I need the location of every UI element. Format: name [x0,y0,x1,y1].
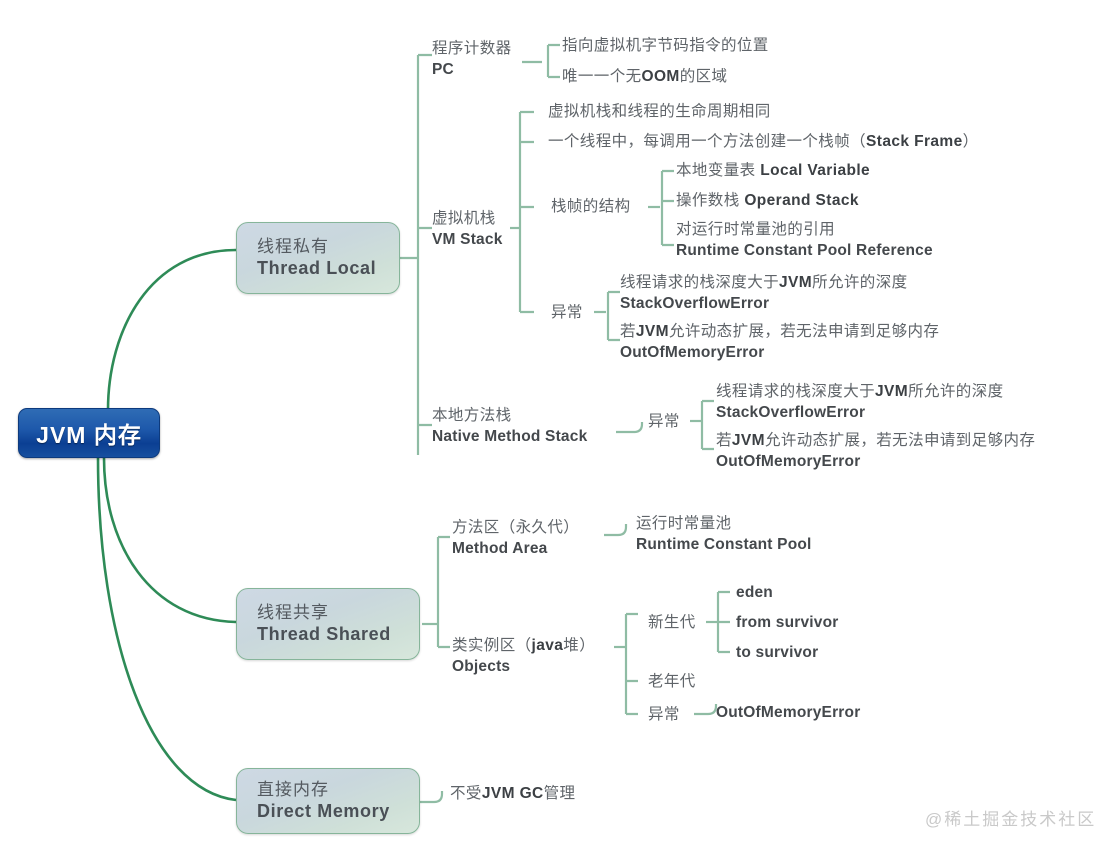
branch-label-en: Direct Memory [257,801,390,821]
node-direct-memory-child-text: 不受JVM GC管理 [450,785,576,802]
node-pc-en: PC [432,61,454,78]
wire-ts-taps [438,535,450,649]
wire-ma-stub [604,524,628,537]
wire-vmex-taps [608,290,620,342]
node-vm-stack-en: VM Stack [432,231,503,248]
node-vm-child-frame-create-text: 一个线程中，每调用一个方法创建一个栈帧（Stack Frame） [548,133,979,150]
node-vm-exception-oome-en: OutOfMemoryError [620,344,765,361]
node-runtime-constant-pool-en: Runtime Constant Pool [636,536,812,553]
node-vm-exception-oome-cn: 若JVM允许动态扩展，若无法申请到足够内存 [620,323,940,340]
node-nms-exception-oome-cn: 若JVM允许动态扩展，若无法申请到足够内存 [716,432,1036,449]
node-from-survivor-label: from survivor [736,614,839,631]
node-method-area-cn: 方法区（永久代） [452,519,580,536]
wire-dm-stub [420,791,444,804]
node-vm-exception-soe[interactable]: 线程请求的栈深度大于JVM所允许的深度 StackOverflowError [620,272,908,314]
node-pc[interactable]: 程序计数器 PC [432,38,512,80]
node-vm-child-frame-create[interactable]: 一个线程中，每调用一个方法创建一个栈帧（Stack Frame） [548,131,979,152]
node-method-area-en: Method Area [452,540,548,557]
node-pc-child-0-text: 指向虚拟机字节码指令的位置 [562,37,769,54]
node-native-method-stack-en: Native Method Stack [432,428,588,445]
node-pc-child-1[interactable]: 唯一一个无OOM的区域 [562,66,727,87]
node-eden-label: eden [736,584,773,601]
node-frame-constant-pool-ref-en: Runtime Constant Pool Reference [676,242,933,259]
branch-label-en: Thread Shared [257,624,391,644]
node-nms-exception[interactable]: 异常 [648,411,680,432]
node-nms-exception-oome-en: OutOfMemoryError [716,453,861,470]
wire-nms-stub [616,422,644,434]
branch-node-direct-memory[interactable]: 直接内存 Direct Memory [236,768,420,834]
node-vm-stack-cn: 虚拟机栈 [432,210,496,227]
node-vm-exception-oome[interactable]: 若JVM允许动态扩展，若无法申请到足够内存 OutOfMemoryError [620,321,939,363]
branch-label-cn: 直接内存 [257,780,329,799]
node-vm-exception[interactable]: 异常 [551,302,583,323]
branch-node-thread-local[interactable]: 线程私有 Thread Local [236,222,400,294]
node-eden[interactable]: eden [736,582,773,603]
wire-root-to-thread-shared [102,457,237,624]
node-frame-operand-stack[interactable]: 操作数栈 Operand Stack [676,190,859,211]
branch-label-cn: 线程私有 [257,237,329,256]
node-heap-exception-cn: 异常 [648,706,680,723]
node-to-survivor-label: to survivor [736,644,819,661]
branch-label-cn: 线程共享 [257,603,329,622]
root-node[interactable]: JVM 内存 [18,408,160,458]
wire-pc-taps [548,43,560,79]
wire-root-to-thread-local [106,248,237,411]
node-vm-child-lifecycle[interactable]: 虚拟机栈和线程的生命周期相同 [548,101,771,122]
node-runtime-constant-pool[interactable]: 运行时常量池 Runtime Constant Pool [636,513,812,555]
node-nms-exception-cn: 异常 [648,413,680,430]
node-frame-constant-pool-ref-cn: 对运行时常量池的引用 [676,221,836,238]
wire-frame-taps [662,169,674,247]
node-nms-exception-oome[interactable]: 若JVM允许动态扩展，若无法申请到足够内存 OutOfMemoryError [716,430,1035,472]
node-vm-stack[interactable]: 虚拟机栈 VM Stack [432,208,503,250]
node-direct-memory-child[interactable]: 不受JVM GC管理 [450,783,575,804]
wire-vm-taps [520,110,534,314]
wire-obj-taps [626,612,638,716]
node-from-survivor[interactable]: from survivor [736,612,839,633]
node-young-generation-cn: 新生代 [648,614,696,631]
node-nms-exception-soe[interactable]: 线程请求的栈深度大于JVM所允许的深度 StackOverflowError [716,381,1004,423]
wire-heapex-stub [694,704,718,716]
node-frame-operand-stack-text: 操作数栈 Operand Stack [676,192,859,209]
node-heap-exception[interactable]: 异常 [648,704,680,725]
node-old-generation-cn: 老年代 [648,673,696,690]
node-vm-exception-soe-cn: 线程请求的栈深度大于JVM所允许的深度 [620,274,908,291]
node-frame-constant-pool-ref[interactable]: 对运行时常量池的引用 Runtime Constant Pool Referen… [676,219,933,261]
node-pc-child-1-text: 唯一一个无OOM的区域 [562,68,728,85]
node-old-generation[interactable]: 老年代 [648,671,696,692]
branch-node-thread-shared[interactable]: 线程共享 Thread Shared [236,588,420,660]
node-native-method-stack-cn: 本地方法栈 [432,407,512,424]
node-method-area[interactable]: 方法区（永久代） Method Area [452,517,579,559]
node-pc-cn: 程序计数器 [432,40,512,57]
node-vm-exception-soe-en: StackOverflowError [620,295,770,312]
node-young-generation[interactable]: 新生代 [648,612,696,633]
node-pc-child-0[interactable]: 指向虚拟机字节码指令的位置 [562,35,769,56]
node-frame-local-variable-text: 本地变量表 Local Variable [676,162,871,179]
node-heap-exception-oome-label: OutOfMemoryError [716,704,861,721]
node-frame-structure[interactable]: 栈帧的结构 [551,196,631,217]
node-runtime-constant-pool-cn: 运行时常量池 [636,515,732,532]
node-heap-exception-oome[interactable]: OutOfMemoryError [716,702,860,723]
node-objects-cn: 类实例区（java堆） [452,637,596,654]
branch-label-en: Thread Local [257,258,377,278]
node-vm-child-lifecycle-text: 虚拟机栈和线程的生命周期相同 [548,103,771,120]
node-to-survivor[interactable]: to survivor [736,642,818,663]
node-objects[interactable]: 类实例区（java堆） Objects [452,635,595,677]
node-vm-exception-cn: 异常 [551,304,583,321]
node-native-method-stack[interactable]: 本地方法栈 Native Method Stack [432,405,587,447]
wire-root-to-direct-memory [96,457,237,802]
watermark: @稀土掘金技术社区 [925,810,1097,829]
node-frame-local-variable[interactable]: 本地变量表 Local Variable [676,160,870,181]
node-nms-exception-soe-cn: 线程请求的栈深度大于JVM所允许的深度 [716,383,1004,400]
wire-young-taps [718,590,730,654]
node-nms-exception-soe-en: StackOverflowError [716,404,866,421]
root-label: JVM 内存 [36,422,142,448]
node-frame-structure-cn: 栈帧的结构 [551,198,631,215]
wire-nmsex-taps [702,399,714,451]
wire-tl-taps [418,53,432,427]
node-objects-en: Objects [452,658,511,675]
